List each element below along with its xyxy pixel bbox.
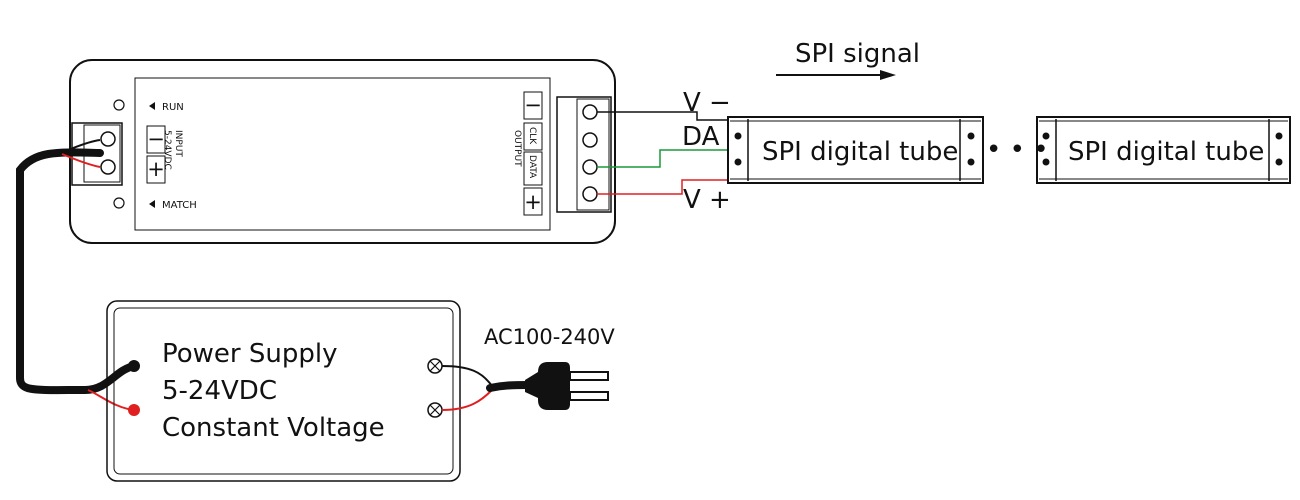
v-plus-wire	[597, 179, 728, 195]
da-wire	[597, 149, 728, 168]
output-screw-3	[582, 159, 598, 175]
spi-tube-2	[1036, 116, 1291, 184]
clk-label: CLK	[527, 127, 537, 145]
ellipsis-dots: • • •	[986, 135, 1049, 165]
input-minus-symbol: −	[147, 127, 165, 151]
output-screw-4	[582, 186, 598, 202]
match-button[interactable]	[113, 197, 125, 209]
spi-signal-label: SPI signal	[795, 39, 920, 69]
spi-tube-1	[727, 116, 984, 184]
ps-line-3: Constant Voltage	[162, 413, 385, 443]
match-pointer-icon	[149, 200, 155, 208]
ps-ac-screw-1	[427, 358, 443, 374]
v-plus-label: V +	[683, 185, 731, 215]
signal-arrow-icon	[776, 70, 896, 80]
spi-controller: RUN MATCH − + INPUT 5-24VDC − + CLK DATA…	[69, 59, 616, 244]
ac-plug-icon	[525, 362, 609, 410]
spi-tube-2-label: SPI digital tube	[1068, 137, 1264, 167]
ps-line-1: Power Supply	[162, 339, 337, 369]
power-supply	[106, 300, 461, 482]
output-minus-symbol: −	[524, 93, 542, 117]
ac-voltage-label: AC100-240V	[484, 325, 615, 349]
input-plus-symbol: +	[147, 157, 165, 181]
output-screw-2	[582, 132, 598, 148]
run-led	[113, 99, 125, 111]
ps-positive-terminal	[128, 404, 140, 416]
ps-ac-screw-2	[427, 402, 443, 418]
v-minus-label: V −	[683, 88, 731, 118]
input-voltage-label: 5-24VDC	[162, 130, 172, 170]
output-wires	[597, 111, 728, 195]
input-screw-plus	[100, 159, 116, 175]
input-screw-minus	[100, 131, 116, 147]
run-label: RUN	[162, 102, 184, 113]
spi-tube-1-label: SPI digital tube	[762, 137, 958, 167]
input-label: INPUT	[173, 130, 183, 157]
ac-cable	[441, 365, 532, 411]
output-screw-1	[582, 104, 598, 120]
data-label: DATA	[527, 155, 537, 179]
match-label: MATCH	[162, 200, 197, 211]
ps-line-2: 5-24VDC	[162, 376, 277, 406]
output-label: OUTPUT	[512, 130, 522, 167]
ps-negative-terminal	[128, 360, 140, 372]
run-pointer-icon	[149, 102, 155, 110]
da-label: DA	[682, 122, 720, 152]
v-minus-wire	[597, 111, 728, 121]
output-plus-symbol: +	[524, 190, 542, 214]
